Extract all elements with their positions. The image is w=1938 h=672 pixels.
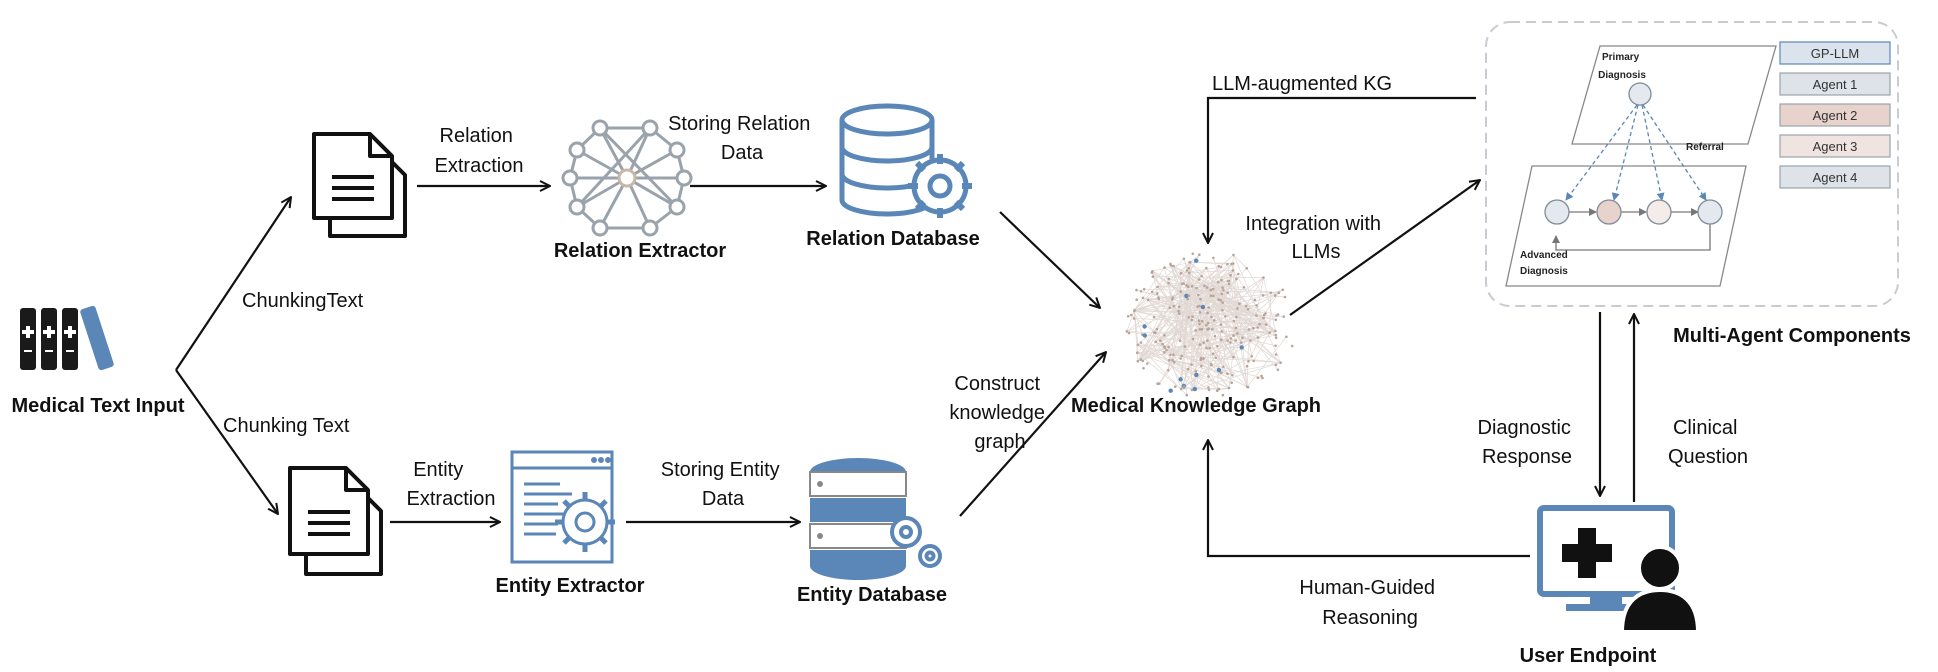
llm-augmented-kg-label: LLM-augmented KG <box>1212 73 1392 95</box>
clinical-question-label: Clinical Question <box>1668 417 1748 468</box>
entity-extractor-label: Entity Extractor <box>496 575 645 597</box>
extraction-arrows <box>390 186 550 522</box>
multi-agent-panel: Primary Diagnosis Referral Advanced Diag… <box>1485 21 1899 307</box>
branch-arrows <box>175 197 291 514</box>
agent-label: Agent 3 <box>1813 139 1858 154</box>
construct-kg-label: Construct knowledge graph <box>949 373 1050 453</box>
knowledge-graph-icon <box>1125 252 1294 397</box>
entity-database-label: Entity Database <box>797 584 947 606</box>
agent-box <box>1779 134 1891 158</box>
storing-entity-label: Storing Entity Data <box>661 459 786 510</box>
agent-label: GP-LLM <box>1811 46 1859 61</box>
medical-kg-label: Medical Knowledge Graph <box>1071 395 1321 417</box>
agent-box <box>1779 103 1891 127</box>
human-guided-label: Human-Guided Reasoning <box>1299 577 1440 629</box>
svg-text:Referral: Referral <box>1686 142 1724 153</box>
storing-arrows <box>626 186 826 522</box>
chunking-text-top-label: ChunkingText <box>242 290 364 312</box>
agent-label: Agent 1 <box>1813 77 1858 92</box>
integration-llms-label: Integration with LLMs <box>1245 213 1386 263</box>
agent-label: Agent 4 <box>1813 170 1858 185</box>
relation-extractor-label: Relation Extractor <box>554 240 726 262</box>
document-icon-bottom <box>288 466 383 576</box>
entity-extractor-icon <box>510 450 615 564</box>
document-icon-top <box>312 132 407 238</box>
svg-text:Primary Diagnosis: Primary Diagnosis <box>1598 52 1646 81</box>
relation-extraction-label: Relation Extraction <box>435 125 524 177</box>
books-icon <box>20 305 114 371</box>
llm-augmented-arrow <box>1208 96 1476 243</box>
agent-box <box>1779 165 1891 189</box>
agent-box <box>1779 41 1891 65</box>
relation-database-icon <box>839 103 972 218</box>
entity-extraction-label: Entity Extraction <box>407 459 496 510</box>
relation-database-label: Relation Database <box>806 228 979 250</box>
agent-box <box>1779 72 1891 96</box>
kg-input-arrows <box>959 211 1106 517</box>
integration-arrow <box>1289 180 1480 316</box>
panel-user-arrows <box>1600 312 1634 502</box>
agent-label: Agent 2 <box>1813 108 1858 123</box>
user-endpoint-icon <box>1537 505 1701 634</box>
entity-database-icon <box>809 458 942 580</box>
multi-agent-components-label: Multi-Agent Components <box>1673 325 1911 347</box>
human-guided-arrow <box>1208 440 1530 558</box>
medical-text-input-label: Medical Text Input <box>12 395 185 417</box>
diagnostic-response-label: Diagnostic Response <box>1478 417 1577 468</box>
svg-text:Advanced Diagnosis: Advanced Diagnosis <box>1520 250 1571 277</box>
network-icon-nodes <box>561 119 693 237</box>
chunking-text-bottom-label: Chunking Text <box>223 415 350 437</box>
user-endpoint-label: User Endpoint <box>1520 645 1657 667</box>
storing-relation-label: Storing Relation Data <box>668 113 816 164</box>
